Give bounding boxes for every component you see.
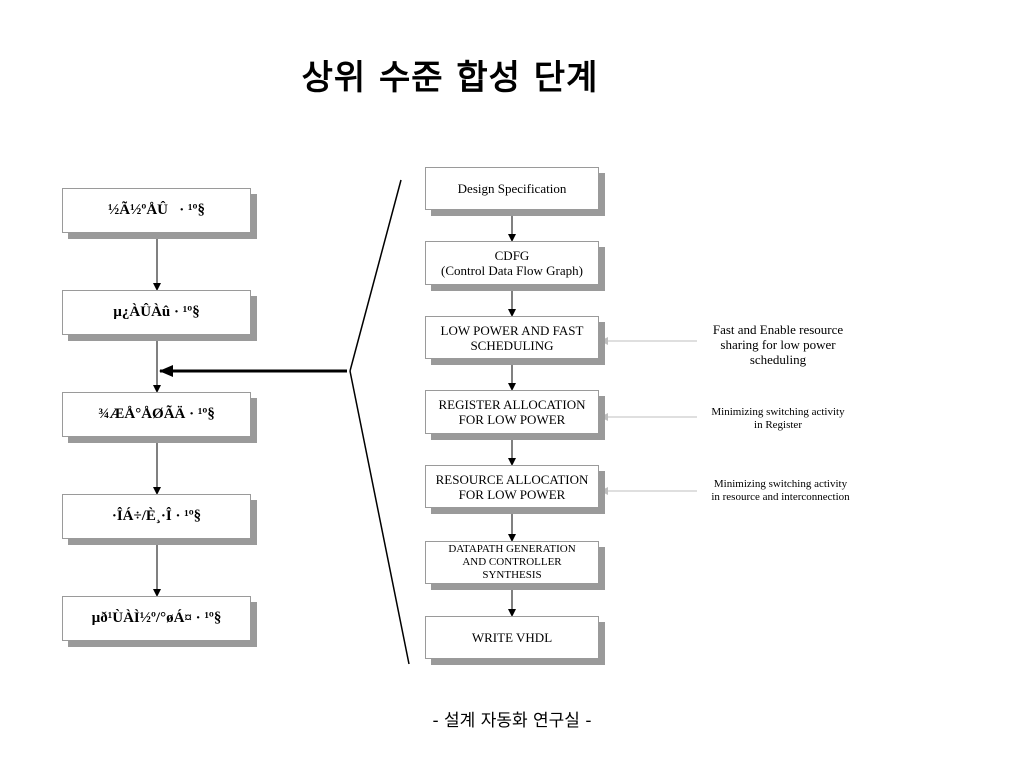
scheduling-note: Fast and Enable resource sharing for low… <box>712 322 844 367</box>
left-step-4-label: ·ÎÁ÷/È¸·Î · ¹º§ <box>111 508 202 524</box>
left-step-2-label: µ¿ÀÛÀû · ¹º§ <box>113 304 200 320</box>
write-vhdl-box: WRITE VHDL <box>425 616 599 659</box>
left-step-5-label: µð¹ÙÀÌ½º/°øÁ¤ · ¹º§ <box>91 610 222 626</box>
resource-allocation-box: RESOURCE ALLOCATION FOR LOW POWER <box>425 465 599 508</box>
scheduling-box: LOW POWER AND FAST SCHEDULING <box>425 316 599 359</box>
register-allocation-label: REGISTER ALLOCATION FOR LOW POWER <box>438 397 586 427</box>
cdfg-label: CDFG (Control Data Flow Graph) <box>441 248 583 278</box>
register-note: Minimizing switching activity in Registe… <box>711 406 845 431</box>
left-step-1: ½Ã½ºÅÛ · ¹º§ <box>62 188 251 233</box>
left-step-1-label: ½Ã½ºÅÛ · ¹º§ <box>108 202 205 218</box>
cdfg-box: CDFG (Control Data Flow Graph) <box>425 241 599 285</box>
left-step-4: ·ÎÁ÷/È¸·Î · ¹º§ <box>62 494 251 539</box>
expansion-bracket-bottom <box>349 370 410 665</box>
left-step-3: ¾ÆÅ°ÅØÃÄ · ¹º§ <box>62 392 251 437</box>
datapath-generation-label: DATAPATH GENERATION AND CONTROLLER SYNTH… <box>448 543 576 581</box>
register-allocation-box: REGISTER ALLOCATION FOR LOW POWER <box>425 390 599 434</box>
resource-allocation-label: RESOURCE ALLOCATION FOR LOW POWER <box>435 471 589 502</box>
expansion-bracket-top <box>349 179 402 372</box>
design-specification-box: Design Specification <box>425 167 599 210</box>
left-step-5: µð¹ÙÀÌ½º/°øÁ¤ · ¹º§ <box>62 596 251 641</box>
left-step-2: µ¿ÀÛÀû · ¹º§ <box>62 290 251 335</box>
left-step-3-label: ¾ÆÅ°ÅØÃÄ · ¹º§ <box>98 406 215 422</box>
datapath-generation-box: DATAPATH GENERATION AND CONTROLLER SYNTH… <box>425 541 599 584</box>
scheduling-label: LOW POWER AND FAST SCHEDULING <box>440 322 584 353</box>
page-title: 상위 수준 합성 단계 <box>301 58 599 98</box>
footer-label: - 설계 자동화 연구실 - <box>432 711 592 731</box>
write-vhdl-label: WRITE VHDL <box>471 630 553 645</box>
resource-note: Minimizing switching activity in resourc… <box>711 478 850 503</box>
design-specification-label: Design Specification <box>457 181 567 196</box>
